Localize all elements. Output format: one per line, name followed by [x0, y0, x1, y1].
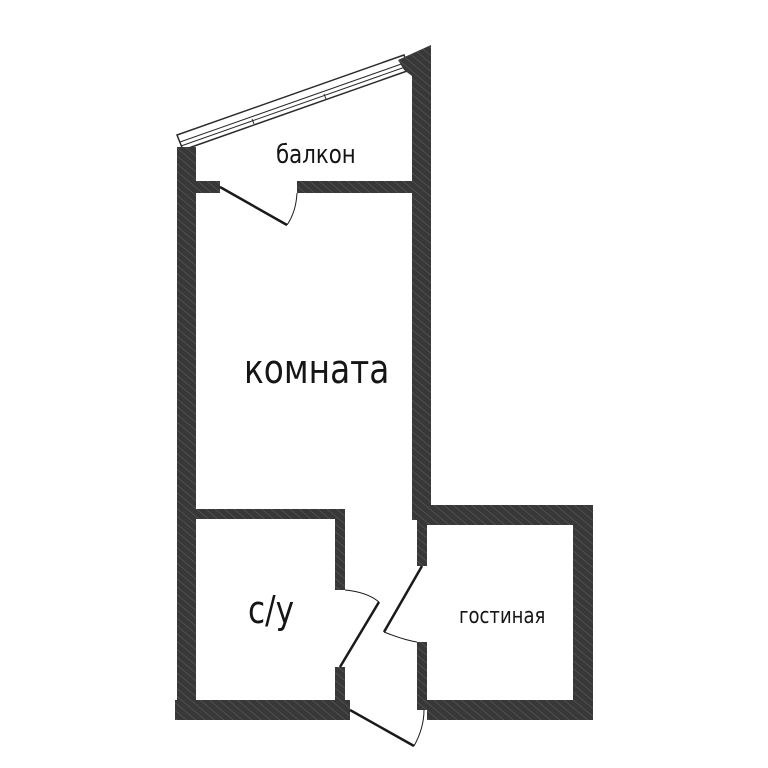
walls — [175, 45, 593, 720]
door-living[interactable] — [382, 565, 424, 643]
wall-left — [177, 147, 196, 720]
wall-right-upper — [398, 45, 431, 520]
room-label-living: гостиная — [459, 604, 546, 629]
balcony-window — [176, 54, 411, 151]
room-label-bathroom: с/у — [248, 588, 295, 632]
wall-bathroom-right-upper — [335, 509, 345, 590]
wall-living-top — [427, 505, 593, 525]
wall-balcony-left — [196, 181, 220, 193]
wall-living-right — [573, 505, 593, 720]
door-entrance[interactable] — [349, 708, 425, 748]
wall-living-left-upper — [417, 515, 427, 566]
wall-living-bottom — [427, 700, 593, 720]
wall-bottom-left — [175, 700, 350, 720]
room-label-balcony: балкон — [276, 140, 356, 170]
wall-balcony-right — [297, 181, 412, 193]
door-bathroom[interactable] — [338, 589, 381, 668]
wall-bathroom-top — [196, 509, 345, 519]
wall-living-left-lower — [417, 642, 427, 710]
room-label-room: комната — [244, 347, 390, 393]
wall-bathroom-right-lower — [335, 667, 345, 710]
door-balcony[interactable] — [219, 185, 298, 227]
